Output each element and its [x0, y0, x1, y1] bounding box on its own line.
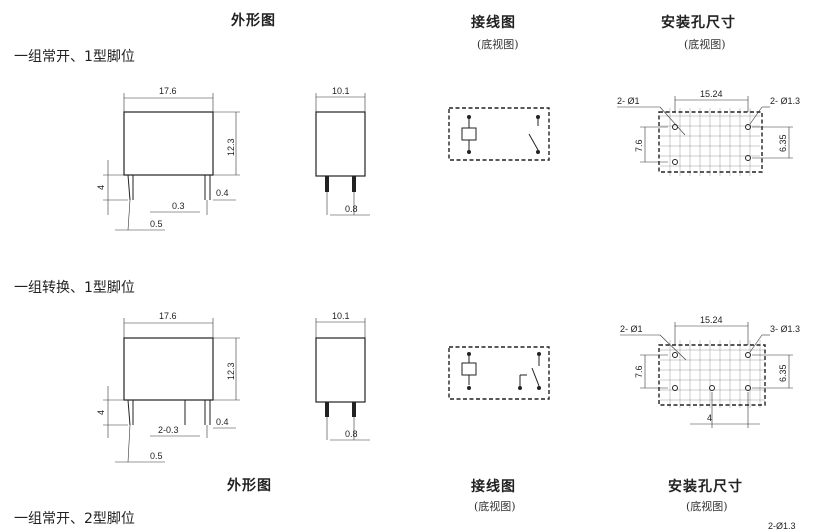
hole-layout-2: 15.24 2- Ø1 3- Ø1.3 7.6 6.35 4: [620, 315, 800, 428]
hole-1b: [672, 159, 678, 165]
dim-width-1: 17.6: [159, 86, 177, 96]
row-label-3: 一组常开、2型脚位: [14, 511, 135, 527]
hole-1d: [745, 155, 751, 161]
hole-outline-2: [658, 344, 766, 406]
dim-pint-2: 0.8: [345, 429, 358, 439]
dim-height-1: 12.3: [226, 138, 236, 156]
hole-2d: [745, 385, 751, 391]
dim-vleft-1: 7.6: [634, 139, 644, 152]
dim-vright-2: 6.35: [778, 364, 788, 382]
header-wiring-sub: (底视图): [477, 38, 519, 51]
dim-pingap-2: 2-0.3: [158, 425, 179, 435]
row-label-2: 一组转换、1型脚位: [14, 280, 135, 296]
dim-bottom-2: 4: [707, 413, 712, 423]
header-holes-sub-bottom: (底视图): [686, 500, 728, 513]
wiring-diagram-2: [448, 346, 550, 400]
header-wiring-sub-bottom: (底视图): [474, 500, 516, 513]
relay-body-side-2: [315, 337, 366, 403]
hole-2a: [672, 352, 678, 358]
label-lefthole-1: 2- Ø1: [617, 96, 640, 106]
hole-2b: [672, 385, 678, 391]
header-holes-bottom: 安装孔尺寸: [668, 479, 743, 495]
front-view-1: 17.6 12.3 4 0.4 0.3 0.5: [96, 86, 240, 231]
relay-body-front-1: [123, 111, 214, 176]
side-view-1: 10.1 0.8: [315, 86, 370, 216]
dim-pinlen-1: 4: [96, 185, 106, 190]
coil-symbol-1: [461, 127, 477, 141]
header-wiring: 接线图: [471, 15, 516, 31]
dim-pinw-2: 0.4: [216, 417, 229, 427]
dim-vleft-2: 7.6: [634, 365, 644, 378]
dim-sidew-1: 10.1: [332, 86, 350, 96]
hole-1c: [745, 124, 751, 130]
header-outline-bottom: 外形图: [227, 478, 272, 494]
label-righthole-1: 2- Ø1.3: [770, 96, 800, 106]
front-view-2: 17.6 12.3 4 0.4 2-0.3 0.5: [96, 311, 240, 463]
hole-outline-1: [658, 111, 763, 173]
dim-sidew-2: 10.1: [332, 311, 350, 321]
hole-2c: [745, 352, 751, 358]
label-righthole-2: 3- Ø1.3: [770, 324, 800, 334]
dim-pinoff-1: 0.5: [150, 219, 163, 229]
hole-2e: [709, 385, 715, 391]
header-wiring-bottom: 接线图: [471, 479, 516, 495]
side-view-2: 10.1 0.8: [315, 311, 370, 441]
hole-layout-1: 15.24 2- Ø1 2- Ø1.3 7.6 6.35: [617, 89, 800, 176]
wiring-diagram-1: [448, 107, 550, 161]
dim-spacing-2: 15.24: [700, 315, 723, 325]
hole-1a: [672, 124, 678, 130]
row-label-1: 一组常开、1型脚位: [14, 49, 135, 65]
coil-symbol-2: [461, 362, 477, 376]
dim-spacing-1: 15.24: [700, 89, 723, 99]
dim-pinw-1: 0.4: [216, 188, 229, 198]
dim-pingap-1: 0.3: [172, 201, 185, 211]
dim-pint-1: 0.8: [345, 204, 358, 214]
relay-body-side-1: [315, 111, 366, 177]
dim-pinlen-2: 4: [96, 410, 106, 415]
dim-pinoff-2: 0.5: [150, 451, 163, 461]
dim-vright-1: 6.35: [778, 134, 788, 152]
wiring-box-1: [448, 107, 550, 161]
corner-note: 2-Ø1.3: [768, 521, 796, 531]
header-outline: 外形图: [231, 13, 276, 29]
dim-height-2: 12.3: [226, 362, 236, 380]
header-holes: 安装孔尺寸: [661, 15, 736, 31]
switch-contact-2: [531, 367, 540, 387]
label-lefthole-2: 2- Ø1: [620, 324, 643, 334]
dim-width-2: 17.6: [159, 311, 177, 321]
wiring-box-2: [448, 346, 550, 400]
switch-contact-1: [528, 133, 539, 151]
header-holes-sub: (底视图): [684, 38, 726, 51]
relay-body-front-2: [123, 337, 214, 401]
